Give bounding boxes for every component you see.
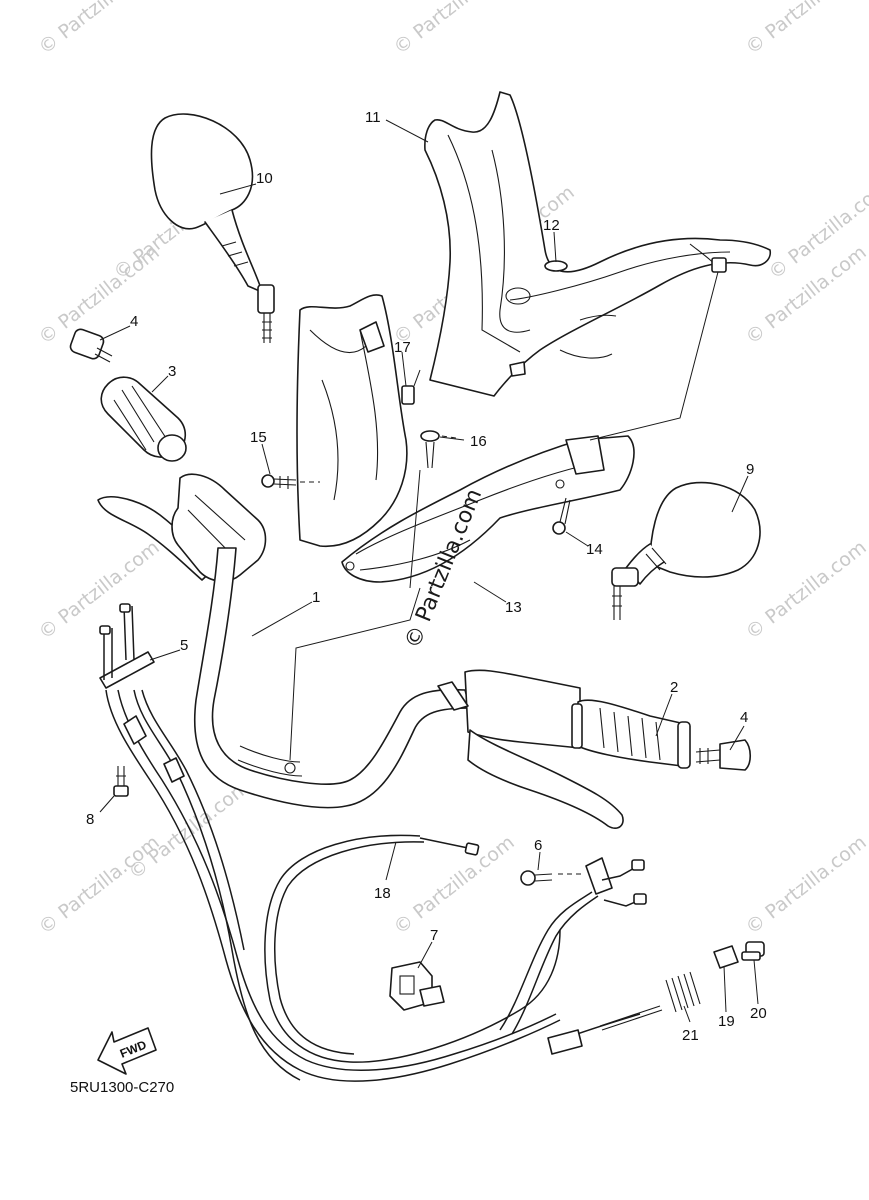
guide-lines bbox=[289, 271, 719, 875]
callout-9: 9 bbox=[746, 461, 754, 478]
bolt-6 bbox=[520, 870, 553, 886]
callout-14: 14 bbox=[586, 541, 603, 558]
bolt-8 bbox=[113, 766, 129, 797]
callout-1: 1 bbox=[312, 589, 320, 606]
callout-18: 18 bbox=[374, 885, 391, 902]
grip-end-weight-right bbox=[695, 739, 752, 771]
watermark: © Partzilla.com bbox=[742, 831, 869, 939]
callout-11: 11 bbox=[365, 109, 381, 126]
callout-16: 16 bbox=[470, 433, 487, 450]
forward-arrow-icon: FWD bbox=[97, 1027, 157, 1075]
cable-junction bbox=[499, 857, 647, 1035]
callout-21: 21 bbox=[682, 1027, 699, 1044]
cable-adjuster-20 bbox=[741, 941, 765, 961]
return-spring bbox=[547, 971, 701, 1055]
callout-10: 10 bbox=[256, 170, 273, 187]
callout-12: 12 bbox=[543, 217, 560, 234]
screw-14 bbox=[552, 497, 571, 535]
seat-lock-cable bbox=[264, 834, 561, 1063]
callout-3: 3 bbox=[168, 363, 176, 380]
cable-nut-19 bbox=[713, 945, 739, 969]
front-cover bbox=[296, 294, 415, 548]
callout-20: 20 bbox=[750, 1005, 767, 1022]
callout-6: 6 bbox=[534, 837, 542, 854]
handle-cover-lower bbox=[341, 435, 635, 583]
callout-15: 15 bbox=[250, 429, 267, 446]
watermark: © Partzilla.com bbox=[125, 776, 254, 884]
watermark: © Partzilla.com bbox=[35, 536, 164, 644]
grip-right bbox=[437, 669, 691, 830]
callout-4-left: 4 bbox=[130, 313, 138, 330]
callout-leaders bbox=[99, 119, 759, 1023]
callout-7: 7 bbox=[430, 927, 438, 944]
watermark: © Partzilla.com bbox=[35, 831, 164, 939]
grip-left bbox=[100, 376, 187, 462]
callout-4-right: 4 bbox=[740, 709, 748, 726]
watermark: © Partzilla.com bbox=[35, 0, 164, 59]
callout-5: 5 bbox=[180, 637, 188, 654]
handle-cover-upper bbox=[424, 91, 772, 397]
callout-13: 13 bbox=[505, 599, 522, 616]
callout-17: 17 bbox=[394, 339, 411, 356]
callout-8: 8 bbox=[86, 811, 94, 828]
mirror-left bbox=[150, 113, 275, 343]
callout-2: 2 bbox=[670, 679, 678, 696]
screw-16 bbox=[420, 430, 440, 469]
watermark: © Partzilla.com bbox=[742, 536, 869, 644]
callout-labels: 1 2 3 4 4 5 6 7 8 9 10 11 12 13 14 15 16… bbox=[86, 109, 767, 1044]
clip bbox=[544, 260, 568, 272]
diagram-code: 5RU1300-C270 bbox=[70, 1079, 174, 1096]
grip-end-weight-left bbox=[69, 328, 113, 363]
lever-left bbox=[97, 473, 267, 582]
watermark: © Partzilla.com bbox=[742, 0, 869, 59]
screw-15 bbox=[261, 474, 297, 489]
throttle-cable-assembly bbox=[99, 603, 561, 1082]
switch-connector bbox=[389, 961, 445, 1011]
callout-19: 19 bbox=[718, 1013, 735, 1030]
watermark: © Partzilla.com bbox=[390, 0, 519, 59]
mirror-right bbox=[611, 481, 761, 620]
watermark: © Partzilla.com bbox=[390, 831, 519, 939]
